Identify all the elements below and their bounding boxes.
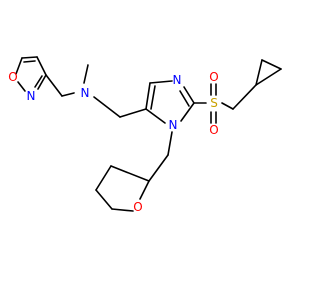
bond-imidazole-N3-C2-double [179,90,190,107]
bond-imidazole-C4-N3 [149,80,173,84]
bond-THF-O-C5 [111,208,134,212]
atom-sulfonyl-oxygen-bottom: O [209,123,218,137]
bond-THF-C4-C3 [95,165,112,191]
bond-CH2-imidazoleC5 [119,108,147,118]
bond-N1-CH2 [167,131,173,156]
bond-amineN-CH2 [93,96,121,118]
bond-cyclopropyl-c [255,68,282,86]
atom-sulfonyl-oxygen-top: O [209,70,218,84]
bond-isoxazole-C3-N [37,74,47,90]
bond-isoxazole-C3-N-double [34,75,43,88]
bond-imidazole-N1-C5 [145,108,166,124]
atom-imidazole-nitrogen-1: N [169,118,178,132]
bond-THF-C5-C4 [95,189,113,210]
bond-isoxazole-C5-C4-double [23,60,36,63]
bond-cyclopropyl-a [255,59,263,86]
bond-isoxazole-C4-C3 [36,56,47,76]
bond-CH2-amineN [61,92,75,97]
atom-amine-nitrogen: N [81,86,90,100]
bond-isoxazole-C5-C4 [21,56,38,59]
bonds [15,56,282,212]
bond-S-CH2 [221,102,234,110]
atom-thf-oxygen: O [133,200,142,214]
bond-imidazole-C2-N1 [180,102,195,122]
bond-isoxazole-O-C5 [15,57,23,75]
bond-imidazole-N3-C2 [183,86,195,104]
bond-THF-C3-C2 [110,165,150,182]
atom-imidazole-nitrogen-3: N [173,73,182,87]
bond-C3-CH2 [45,74,63,97]
bond-imidazole-C5-C4-double [150,85,156,110]
bond-CH2-cyclopropyl [232,84,257,110]
bond-isoxazole-N-O [17,81,26,92]
atom-isoxazole-oxygen: O [8,70,17,84]
bond-CH2-THF-C2 [148,154,169,182]
bond-cyclopropyl-b [261,59,282,70]
atom-labels: O N N N N S O O O [8,70,218,214]
bond-imidazole-C5-C4 [145,82,151,110]
bond-THF-C2-O [139,180,150,200]
bond-amineN-methyl [83,64,89,84]
molecule-structure-diagram: O N N N N S O O O [8,56,282,214]
atom-sulfonyl-sulfur: S [210,96,218,110]
atom-isoxazole-nitrogen: N [27,89,36,103]
